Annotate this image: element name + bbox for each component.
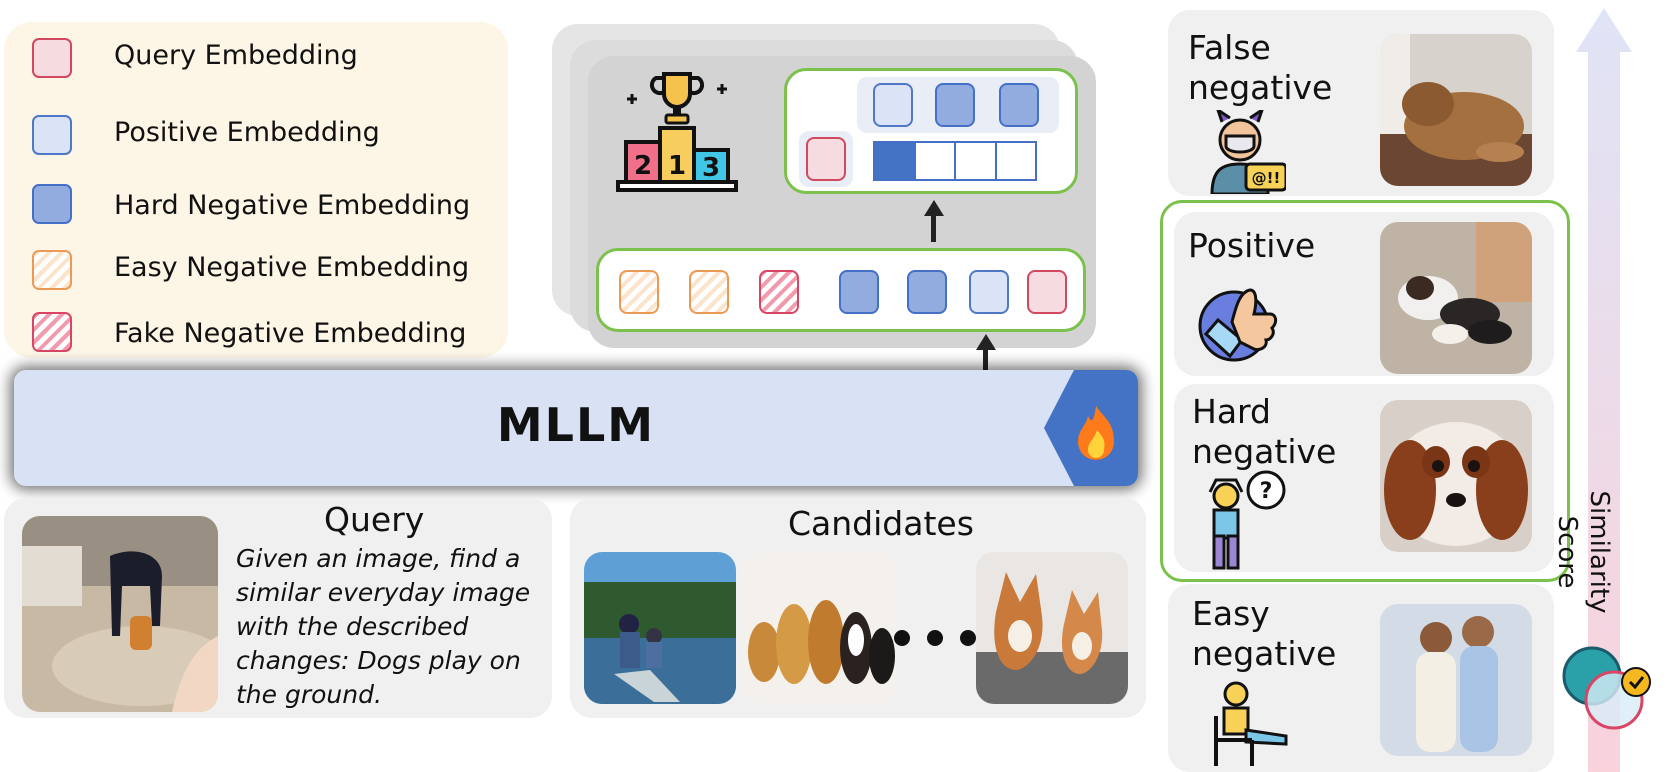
embedding-easy-negative-2 — [689, 270, 729, 314]
legend-label-query: Query Embedding — [114, 40, 358, 71]
legend-label-positive: Positive Embedding — [114, 117, 380, 148]
masked-person-icon: @!! — [1210, 110, 1286, 194]
svg-text:@!!: @!! — [1252, 169, 1281, 187]
candidates-title: Candidates — [788, 504, 974, 543]
hard-negative-label: Hard negative — [1192, 392, 1337, 471]
legend-panel: Query Embedding Positive Embedding Hard … — [4, 22, 508, 358]
arrow-shaft-lower — [983, 348, 988, 372]
mllm-title: MLLM — [496, 398, 656, 452]
embedding-positive — [969, 270, 1009, 314]
ranked-hard-negative-embedding-1 — [935, 83, 975, 127]
embeddings-row-box — [596, 248, 1086, 332]
more-candidates-ellipsis-icon — [894, 630, 976, 646]
score-bar — [873, 141, 1037, 181]
svg-text:?: ? — [1260, 479, 1273, 504]
hard-negative-image — [1380, 400, 1532, 552]
ranked-query-embedding — [806, 137, 846, 181]
podium-number-second: 2 — [634, 151, 652, 181]
similarity-score-axis — [1562, 8, 1651, 772]
embedding-fake-negative — [759, 270, 799, 314]
candidate-image-canoe — [584, 552, 736, 704]
arrow-up-upper-icon — [924, 200, 944, 216]
legend-swatch-query — [32, 38, 72, 78]
positive-label: Positive — [1188, 226, 1316, 265]
ranked-positive-embedding — [873, 83, 913, 127]
legend-label-fake-negative: Fake Negative Embedding — [114, 318, 467, 349]
embedding-easy-negative-1 — [619, 270, 659, 314]
legend-swatch-fake-negative — [32, 312, 72, 352]
similarity-score-label: Similarity Score — [1552, 490, 1614, 614]
legend-label-hard-negative: Hard Negative Embedding — [114, 190, 471, 221]
embedding-hard-negative-2 — [907, 270, 947, 314]
candidate-image-puppies — [744, 552, 896, 704]
legend-swatch-easy-negative — [32, 250, 72, 290]
arrow-shaft-upper — [931, 214, 936, 242]
false-negative-image — [1380, 34, 1532, 186]
relaxed-person-icon — [1214, 681, 1288, 766]
mllm-bar: MLLM — [14, 370, 1138, 486]
embedding-hard-negative-1 — [839, 270, 879, 314]
false-negative-label: False negative — [1188, 28, 1333, 107]
query-image — [22, 516, 218, 712]
ranked-hard-negative-embedding-2 — [999, 83, 1039, 127]
easy-negative-label: Easy negative — [1192, 594, 1337, 673]
fire-trainable-icon — [1044, 370, 1138, 486]
thumbs-up-icon — [1198, 288, 1278, 362]
positive-image — [1380, 222, 1532, 374]
hard-positive-highlight — [1160, 200, 1570, 582]
legend-swatch-positive — [32, 115, 72, 155]
podium-number-first: 1 — [668, 151, 686, 181]
podium-number-third: 3 — [702, 153, 720, 183]
candidate-image-corgis — [976, 552, 1128, 704]
podium-trophy-icon: 2 1 3 — [616, 72, 738, 192]
ranked-output-box — [784, 68, 1078, 194]
easy-negative-image — [1380, 604, 1532, 756]
arrow-up-lower-icon — [976, 334, 996, 350]
confused-person-icon: ? — [1208, 470, 1286, 570]
legend-swatch-hard-negative — [32, 184, 72, 224]
query-instruction-text: Given an image, find a similar everyday … — [236, 544, 531, 709]
query-title: Query — [324, 500, 425, 539]
legend-label-easy-negative: Easy Negative Embedding — [114, 252, 470, 283]
embedding-query — [1027, 270, 1067, 314]
